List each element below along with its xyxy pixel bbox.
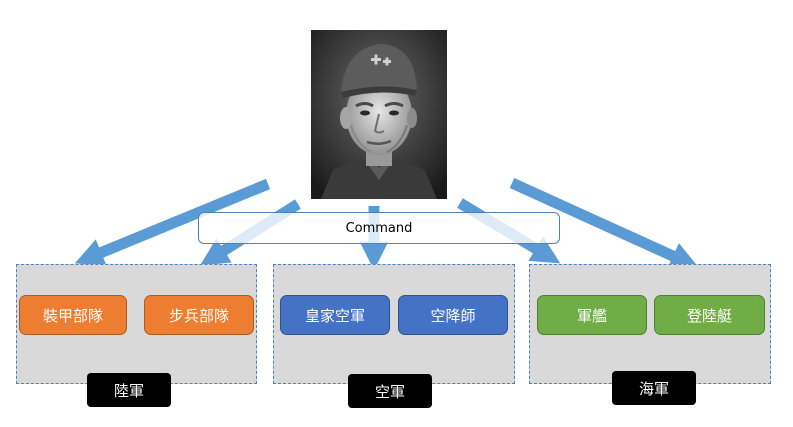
arrow-to-armored: [74, 178, 271, 266]
air-force-label: 空軍: [348, 374, 432, 408]
unit-armored-forces: 裝甲部隊: [19, 295, 127, 335]
unit-landing-craft: 登陸艇: [654, 295, 765, 335]
unit-infantry-forces: 步兵部隊: [144, 295, 254, 335]
arrow-to-landing-craft: [509, 177, 700, 270]
unit-warships: 軍艦: [537, 295, 647, 335]
navy-label: 海軍: [612, 371, 696, 405]
unit-royal-air-force: 皇家空軍: [280, 295, 390, 335]
command-box: Command: [198, 212, 560, 244]
portrait-image: [311, 30, 447, 199]
unit-airborne-division: 空降師: [398, 295, 508, 335]
army-label: 陸軍: [87, 373, 171, 407]
commander-portrait: [311, 30, 447, 199]
